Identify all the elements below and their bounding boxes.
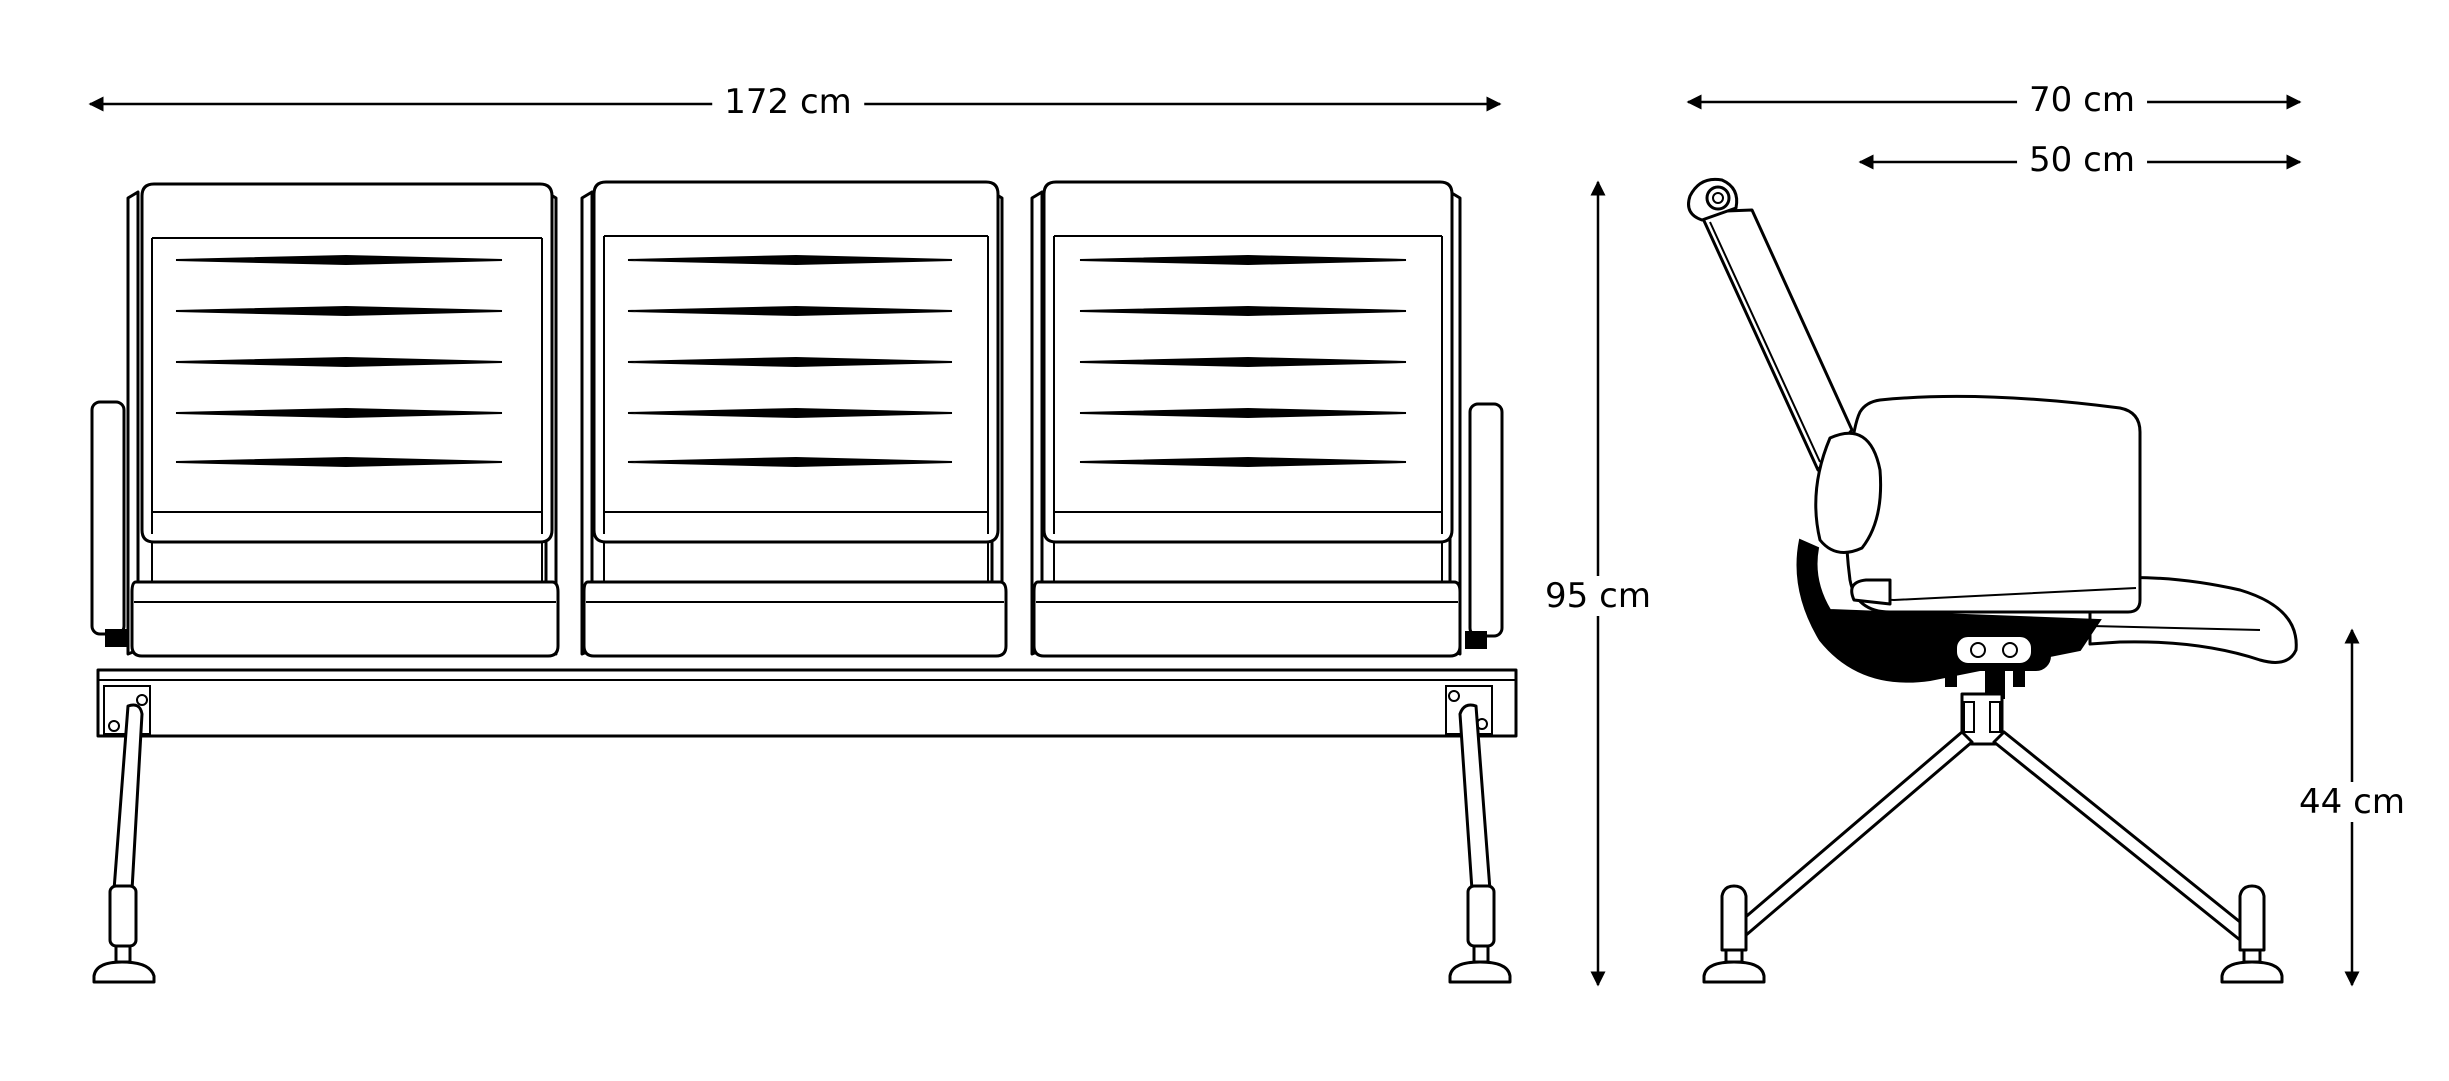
- leg-left: [92, 703, 156, 984]
- dim-label-depth-total: 70 cm: [2017, 80, 2147, 120]
- side-backrest: [1687, 177, 1854, 472]
- dim-label-height-seat: 44 cm: [2287, 782, 2417, 822]
- front-view: [90, 180, 1518, 984]
- cross-beam: [96, 668, 1518, 738]
- dim-label-width: 172 cm: [712, 82, 864, 122]
- seat-unit-center: [580, 180, 1008, 658]
- armrest-right: [1468, 402, 1504, 638]
- backrest-slots-right: [1079, 254, 1407, 468]
- backrest-slots-center: [627, 254, 953, 468]
- side-seat-front: [2088, 576, 2298, 664]
- side-mechanism: [1939, 629, 2051, 699]
- side-base: [1702, 692, 2284, 984]
- side-view: [1687, 177, 2298, 984]
- leg-right: [1448, 703, 1512, 984]
- backrest-slots-left: [175, 254, 503, 468]
- dim-label-height-total: 95 cm: [1533, 576, 1663, 616]
- dim-label-depth-seat: 50 cm: [2017, 140, 2147, 180]
- seat-unit-right: [1030, 180, 1462, 658]
- seat-unit-left: [126, 182, 560, 658]
- armrest-left: [90, 400, 126, 636]
